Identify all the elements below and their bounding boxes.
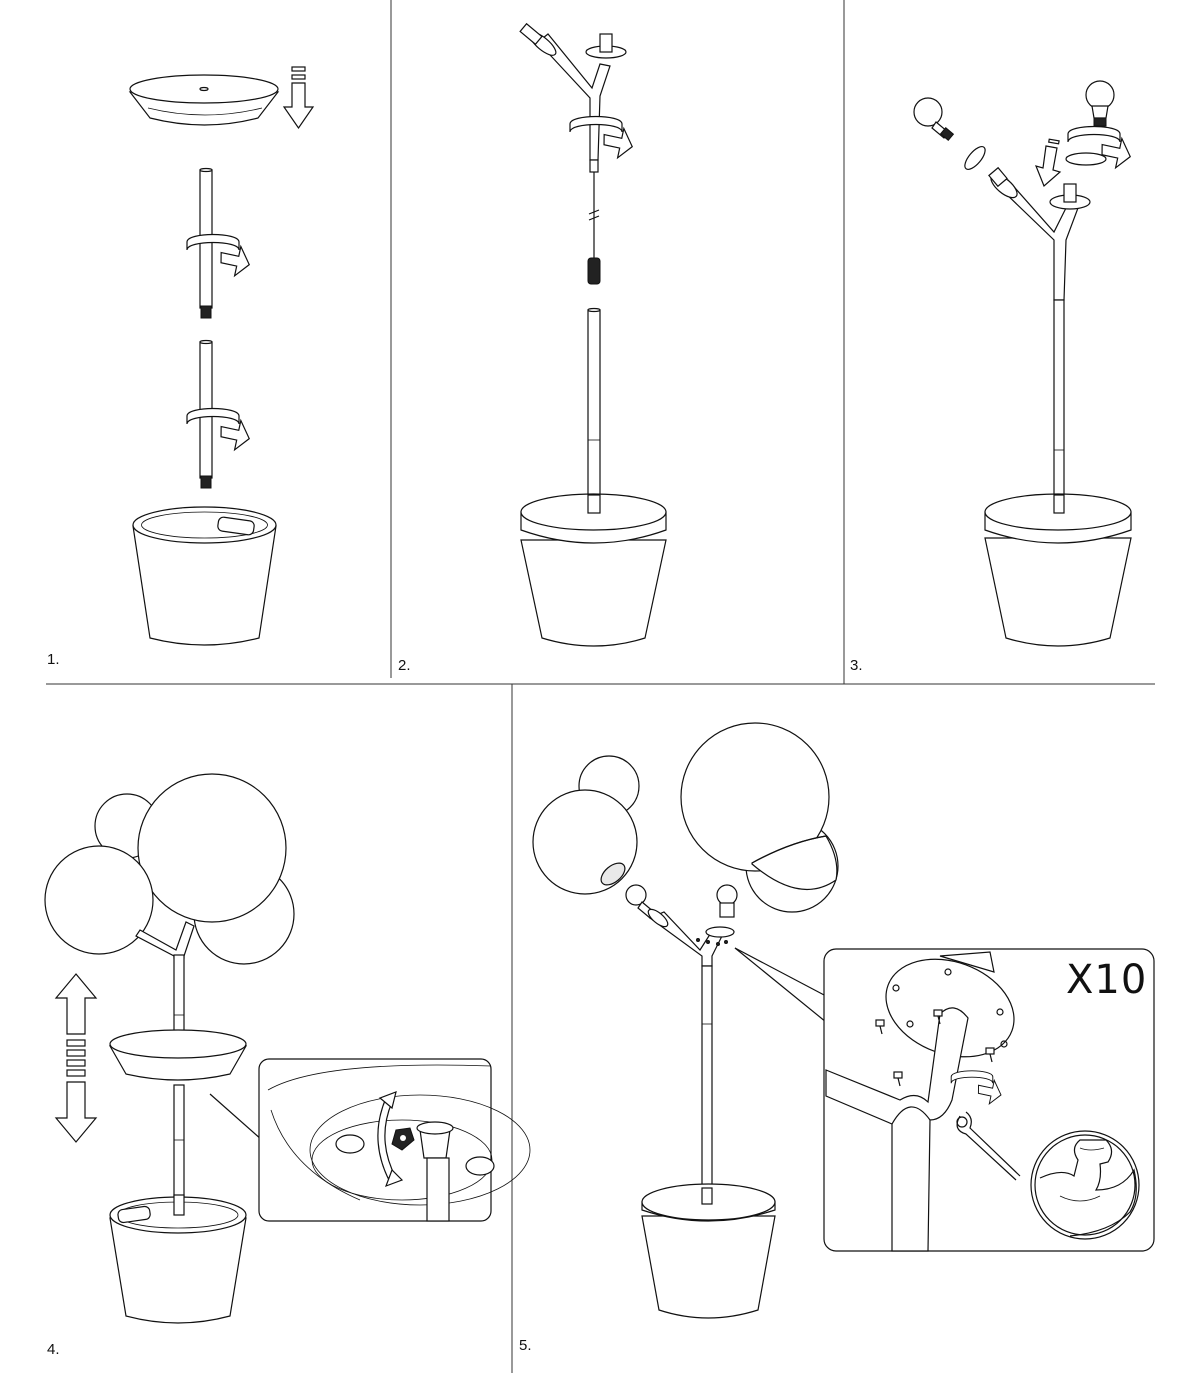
step-2-illustration: [519, 22, 667, 647]
branch-fixture: [625, 884, 738, 967]
step-3-illustration: [913, 80, 1135, 647]
pole: [587, 307, 601, 515]
up-down-arrow-icon: [54, 973, 98, 1143]
down-arrow-icon: [282, 66, 315, 130]
pot: [984, 493, 1132, 647]
rotate-arrow-icon: [186, 233, 254, 279]
pot: [132, 506, 277, 646]
quantity-badge: X10: [1066, 957, 1148, 1003]
step-1-illustration: [128, 66, 315, 646]
step-number-1: 1.: [47, 651, 60, 668]
branch-fixture: [519, 22, 627, 161]
detail-inset-screws: [823, 948, 1155, 1252]
bulb: [1085, 80, 1115, 127]
globe-cluster: [44, 773, 295, 965]
step-4-illustration: [44, 773, 531, 1324]
step-5-illustration: [532, 722, 1155, 1319]
step-number-2: 2.: [398, 657, 411, 674]
down-arrow-icon: [1034, 138, 1062, 188]
gasket-ring: [964, 146, 986, 170]
rotate-arrow-icon: [569, 115, 637, 161]
step-number-3: 3.: [850, 657, 863, 674]
rotate-arrow-icon: [186, 407, 254, 453]
strength-flex-icon: [1030, 1130, 1140, 1240]
pole: [701, 965, 713, 1205]
detail-inset-lid-nut: [258, 1058, 531, 1222]
pole: [1053, 299, 1065, 515]
cable: [587, 159, 601, 285]
pot-lid: [128, 74, 280, 126]
pot: [109, 1194, 247, 1324]
bulb: [913, 97, 955, 141]
allen-key-icon: [956, 1111, 1021, 1181]
step-number-4: 4.: [47, 1341, 60, 1358]
gasket-ring: [1065, 152, 1107, 166]
panel-dividers: [46, 0, 1155, 1373]
pot: [520, 493, 667, 647]
step-number-5: 5.: [519, 1337, 532, 1354]
branch-fixture: [988, 166, 1091, 301]
rotate-arrow-icon: [1067, 125, 1135, 171]
globe-cluster: [532, 722, 839, 913]
pot: [641, 1183, 776, 1319]
pole: [173, 954, 185, 1036]
pot-lid: [108, 1029, 248, 1081]
